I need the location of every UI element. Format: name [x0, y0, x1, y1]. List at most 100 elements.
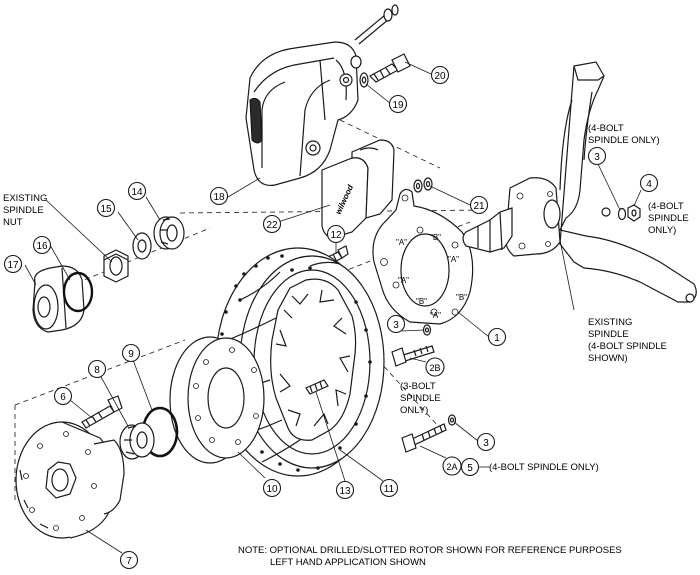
o-ring-part [62, 271, 94, 313]
callout-12: 12 [326, 224, 346, 244]
callout-12-text: 12 [330, 230, 342, 241]
callout-14: 14 [127, 181, 147, 201]
callout-9-text: 9 [128, 349, 134, 360]
callout-2a-text: 2A [446, 462, 457, 472]
callout-5: 5 [460, 457, 480, 477]
note-line-2: LEFT HAND APPLICATION SHOWN [270, 557, 426, 568]
callout-1-text: 1 [494, 333, 500, 344]
callout-22: 22 [262, 214, 282, 234]
label-four-bolt-spindle-only-top: (4-BOLT SPINDLE ONLY) [588, 123, 660, 146]
mounting-bracket-part: "A" "B" "A" "A" "B" "B" "A" [372, 188, 474, 325]
callout-20: 20 [430, 65, 450, 85]
bracket-shims-part [413, 177, 433, 193]
callout-7-text: 7 [126, 556, 132, 567]
callout-16: 16 [32, 235, 52, 255]
bracket-letter-b3: "B" [456, 293, 467, 302]
callout-18-text: 18 [213, 192, 225, 203]
callout-16-text: 16 [36, 241, 48, 252]
bracket-letter-a3: "A" [398, 276, 409, 285]
label-existing-spindle-nut-line3: NUT [3, 217, 23, 228]
callout-4-text: 4 [646, 179, 652, 190]
callout-8: 8 [87, 359, 107, 379]
caliper-bolt-washer-part [359, 72, 369, 88]
bracket-letter-a1: "A" [396, 238, 407, 247]
wheel-stud-part [81, 395, 123, 429]
label-four-bolt-spindle-only-right: (4-BOLT SPINDLE ONLY) [648, 201, 689, 236]
hub-part [15, 421, 125, 539]
label-three-bolt-line1: (3-BOLT [400, 381, 436, 392]
callout-13: 13 [335, 480, 355, 500]
callout-19: 19 [388, 94, 408, 114]
callout-10-text: 10 [266, 484, 278, 495]
callout-4: 4 [639, 173, 659, 193]
label-existing-spindle-nut-line1: EXISTING [3, 193, 47, 204]
label-existing-spindle-line3: (4-BOLT SPINDLE [588, 341, 667, 352]
callout-19-text: 19 [392, 100, 404, 111]
three-bolt-bolt-part [391, 324, 435, 367]
callout-21-text: 21 [473, 201, 485, 212]
label-four-bolt-right-line2: SPINDLE [648, 213, 689, 224]
bracket-letter-a2: "A" [448, 255, 459, 264]
callout-13-text: 13 [339, 486, 351, 497]
callout-3-bottom: 3 [476, 432, 496, 452]
callout-9: 9 [121, 343, 141, 363]
callout-6: 6 [53, 386, 73, 406]
bridge-bolt-part [354, 4, 399, 45]
callout-11-text: 11 [384, 484, 395, 495]
label-existing-spindle-line4: SHOWN) [588, 353, 628, 364]
callout-3-top-text: 3 [594, 152, 600, 163]
callout-2b-text: 2B [429, 363, 440, 373]
callout-3-bottom-text: 3 [483, 438, 489, 449]
callout-3-top: 3 [587, 146, 607, 166]
label-existing-spindle-nut: EXISTING SPINDLE NUT [3, 193, 47, 228]
callout-15: 15 [96, 198, 116, 218]
label-four-bolt-spindle-only-bottom: (4-BOLT SPINDLE ONLY) [489, 462, 599, 473]
callout-20-text: 20 [434, 71, 446, 82]
callout-17: 17 [3, 254, 23, 274]
callout-8-text: 8 [94, 365, 100, 376]
four-bolt-bolt-part [401, 414, 457, 453]
note-line-1: NOTE: OPTIONAL DRILLED/SLOTTED ROTOR SHO… [238, 545, 622, 556]
rotor-hat-part [169, 336, 265, 464]
callout-22-text: 22 [266, 220, 278, 231]
outer-bearing-part [153, 216, 185, 250]
label-three-bolt-line3: ONLY) [400, 405, 428, 416]
existing-spindle-part [462, 61, 697, 303]
callout-2b: 2B [425, 357, 445, 377]
label-four-bolt-top-line1: (4-BOLT [588, 123, 624, 134]
callout-3-mid-text: 3 [393, 320, 399, 331]
bracket-letter-b2: "B" [416, 297, 427, 306]
spindle-nut-part [103, 249, 129, 283]
leader-lines [24, 61, 642, 554]
spindle-washer-nut-part [617, 204, 641, 222]
callout-2a: 2A [442, 456, 462, 476]
rotor-stud-part [305, 379, 329, 395]
label-existing-spindle-nut-line2: SPINDLE [3, 205, 44, 216]
callout-5-text: 5 [467, 463, 473, 474]
callout-1: 1 [487, 327, 507, 347]
callout-7: 7 [119, 550, 139, 570]
label-four-bolt-right-line3: ONLY) [648, 225, 676, 236]
callout-10: 10 [262, 478, 282, 498]
callout-3-mid: 3 [386, 314, 406, 334]
brake-pads-part: wilwood [321, 139, 395, 239]
dust-cap-part [32, 265, 85, 333]
label-four-bolt-top-line2: SPINDLE ONLY) [588, 135, 660, 146]
label-three-bolt-line2: SPINDLE [400, 393, 441, 404]
callout-11: 11 [379, 478, 399, 498]
label-existing-spindle-line1: EXISTING [588, 317, 632, 328]
label-existing-spindle-line2: SPINDLE [588, 329, 629, 340]
bracket-letter-b1: "B" [430, 233, 441, 242]
label-existing-spindle: EXISTING SPINDLE (4-BOLT SPINDLE SHOWN) [588, 317, 667, 364]
caliper-bolt-part [369, 53, 411, 83]
label-three-bolt-spindle-only: (3-BOLT SPINDLE ONLY) [400, 381, 441, 416]
callout-17-text: 17 [7, 260, 19, 271]
label-four-bolt-right-line1: (4-BOLT [648, 201, 684, 212]
inner-bearing-part [119, 422, 155, 460]
callout-15-text: 15 [100, 204, 112, 215]
callout-18: 18 [209, 186, 229, 206]
caliper-part: wilwood [245, 41, 362, 187]
callout-21: 21 [469, 195, 489, 215]
